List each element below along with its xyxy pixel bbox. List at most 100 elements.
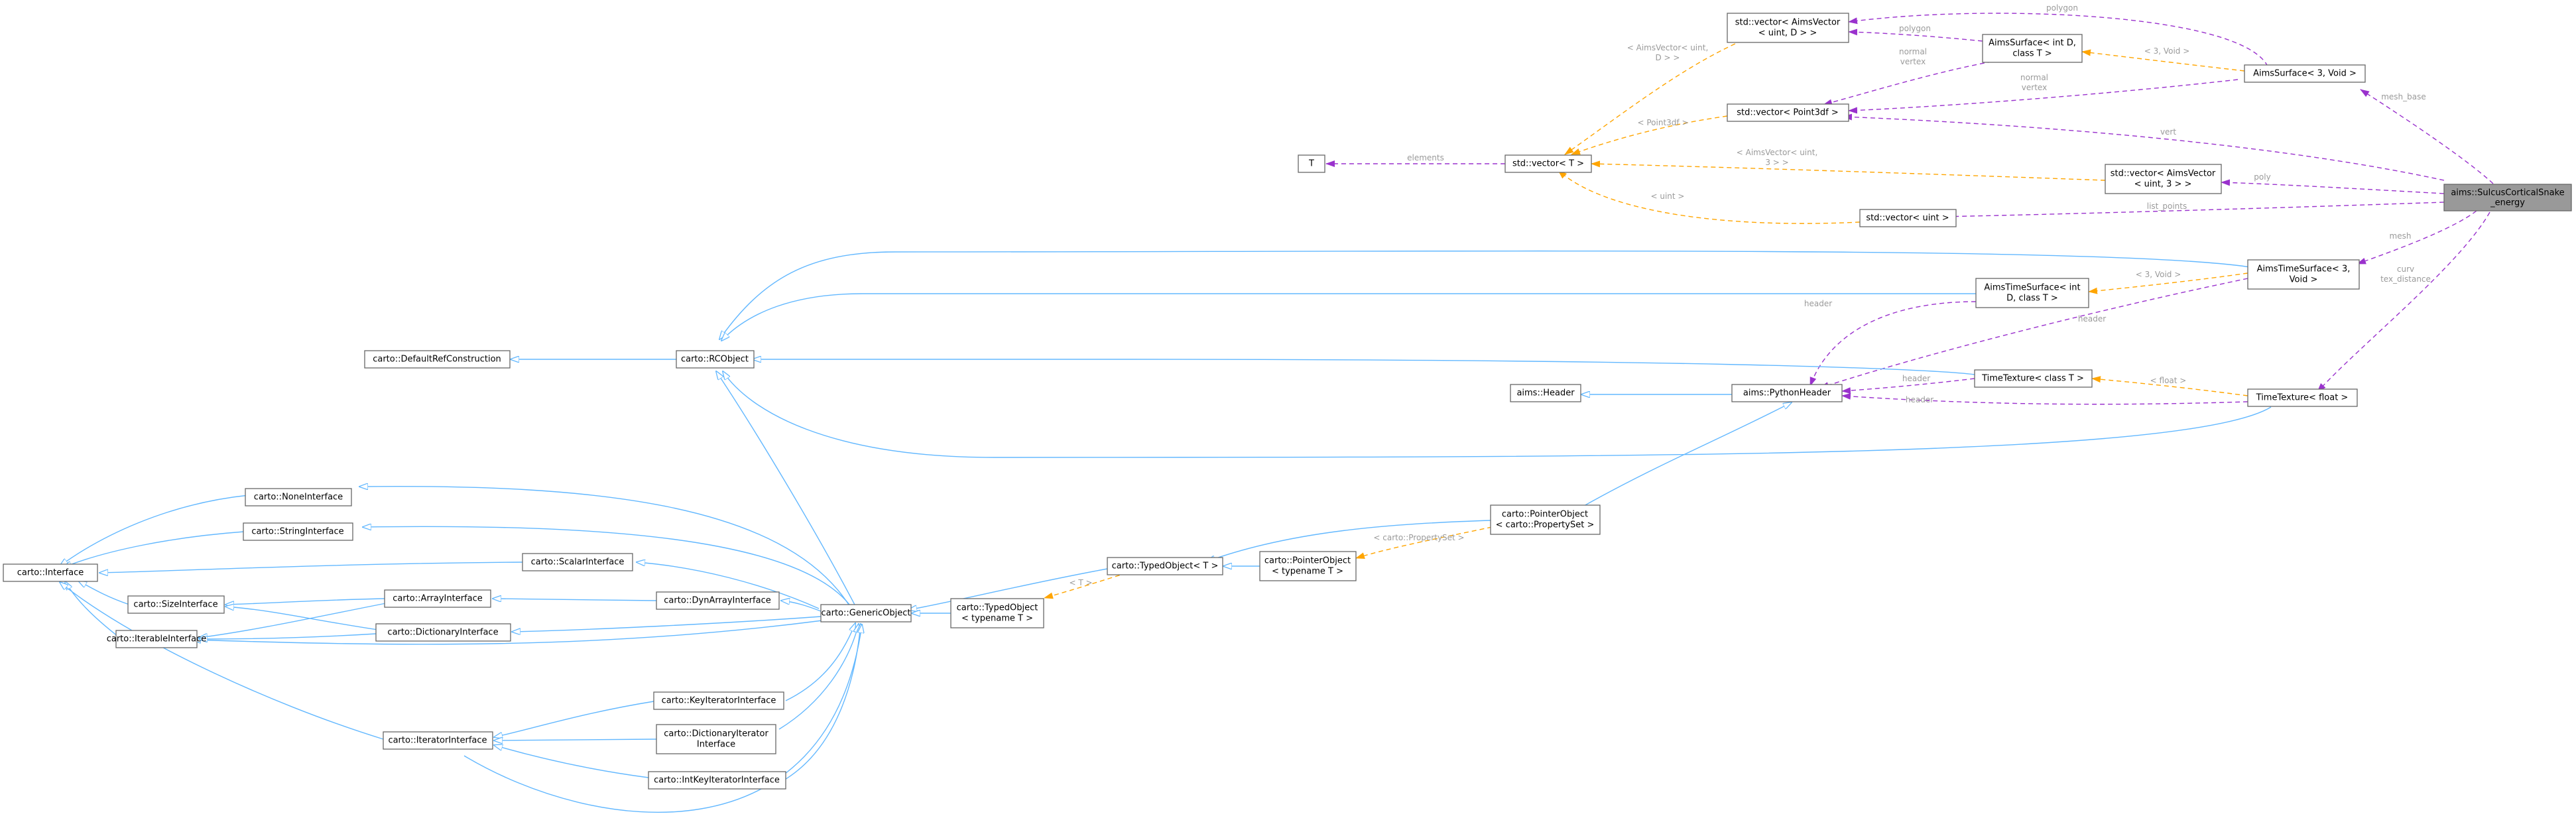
node-vector-aimsvector-3[interactable]: std::vector< AimsVector < uint, 3 > >	[2105, 164, 2222, 194]
svg-text:carto::ArrayInterface: carto::ArrayInterface	[393, 594, 482, 604]
svg-text:carto::IterableInterface: carto::IterableInterface	[107, 634, 207, 644]
edge-list-points	[1902, 202, 2445, 221]
node-carto-rcobject[interactable]: carto::RCObject	[676, 350, 755, 369]
edge-inh-iterator-generic	[463, 624, 862, 813]
edge-inh-generic-rcobject	[716, 371, 856, 607]
edge-inh-scalar-interface	[99, 562, 523, 573]
svg-text:carto::IteratorInterface: carto::IteratorInterface	[388, 736, 487, 746]
svg-text:carto::TypedObject< T >: carto::TypedObject< T >	[1112, 562, 1219, 571]
edge-label-aimsvector-3-2: 3 > >	[1765, 158, 1788, 167]
node-vector-aimsvector-d[interactable]: std::vector< AimsVector < uint, D > >	[1727, 13, 1849, 43]
node-aims-time-surface-d[interactable]: AimsTimeSurface< int D, class T >	[1975, 278, 2089, 308]
node-carto-dynarray-interface[interactable]: carto::DynArrayInterface	[656, 591, 780, 610]
node-t[interactable]: T	[1298, 154, 1325, 173]
svg-text:_energy: _energy	[2490, 198, 2525, 208]
node-sulcus-cortical-snake-energy[interactable]: aims::SulcusCorticalSnake _energy	[2443, 184, 2572, 211]
node-carto-iterable-interface[interactable]: carto::IterableInterface	[107, 630, 207, 648]
edge-label-float: < float >	[2150, 376, 2187, 385]
svg-text:aims::Header: aims::Header	[1516, 388, 1575, 398]
edges	[60, 13, 2494, 813]
edge-label-point3df: < Point3df >	[1637, 118, 1688, 127]
node-carto-pointer-object-t[interactable]: carto::PointerObject < typename T >	[1259, 551, 1357, 581]
svg-text:TimeTexture< class T >: TimeTexture< class T >	[1981, 374, 2084, 384]
svg-text:std::vector< T >: std::vector< T >	[1512, 159, 1584, 169]
svg-text:carto::DefaultRefConstruction: carto::DefaultRefConstruction	[373, 355, 501, 365]
edge-polygon-mid	[1848, 29, 1983, 42]
edge-inh-dynarray-array	[493, 599, 657, 601]
node-time-texture-float[interactable]: TimeTexture< float >	[2247, 388, 2358, 407]
node-carto-string-interface[interactable]: carto::StringInterface	[243, 522, 353, 541]
svg-text:carto::IntKeyIteratorInterface: carto::IntKeyIteratorInterface	[654, 776, 780, 786]
node-time-texture-t[interactable]: TimeTexture< class T >	[1974, 369, 2093, 388]
node-vector-uint[interactable]: std::vector< uint >	[1859, 209, 1957, 227]
edge-label-aimsvector-d-2: D > >	[1656, 53, 1680, 62]
svg-text:AimsTimeSurface< 3,: AimsTimeSurface< 3,	[2257, 265, 2351, 274]
node-carto-interface[interactable]: carto::Interface	[3, 563, 98, 582]
node-aims-time-surface-3-void[interactable]: AimsTimeSurface< 3, Void >	[2247, 259, 2360, 290]
node-carto-size-interface[interactable]: carto::SizeInterface	[127, 595, 225, 614]
svg-text:TimeTexture< float >: TimeTexture< float >	[2256, 393, 2349, 403]
node-carto-key-iterator-interface[interactable]: carto::KeyIteratorInterface	[653, 691, 784, 710]
edge-label-aimsvector-3-1: < AimsVector< uint,	[1737, 148, 1818, 157]
edge-label-propertyset: < carto::PropertySet >	[1373, 533, 1464, 542]
svg-text:< typename T >: < typename T >	[961, 614, 1033, 624]
edge-tpl-3void-a	[2081, 49, 2245, 72]
edge-inh-array-size	[225, 598, 385, 605]
edge-inh-timesurfaced-rcobject	[721, 293, 1976, 341]
node-aims-surface-d[interactable]: AimsSurface< int D, class T >	[1982, 34, 2083, 63]
node-carto-typed-object-typename[interactable]: carto::TypedObject < typename T >	[950, 598, 1044, 628]
edge-label-curv-tex-1: curv	[2397, 265, 2414, 274]
node-vector-point3df[interactable]: std::vector< Point3df >	[1727, 103, 1849, 122]
svg-text:carto::ScalarInterface: carto::ScalarInterface	[531, 558, 625, 567]
edge-tpl-aimsvector-3	[1591, 160, 2106, 181]
edge-header-4	[1841, 392, 2248, 405]
svg-text:aims::PythonHeader: aims::PythonHeader	[1743, 388, 1831, 398]
node-carto-iterator-interface[interactable]: carto::IteratorInterface	[383, 731, 493, 750]
node-carto-int-key-iterator-interface[interactable]: carto::IntKeyIteratorInterface	[648, 771, 786, 790]
svg-text:class T >: class T >	[2012, 49, 2052, 59]
edge-label-polygon-top: polygon	[2046, 3, 2078, 13]
edge-label-elements: elements	[1407, 153, 1444, 162]
svg-text:carto::NoneInterface: carto::NoneInterface	[254, 493, 343, 503]
edge-inh-dictiter-iterator	[494, 739, 657, 740]
svg-text:carto::DynArrayInterface: carto::DynArrayInterface	[664, 596, 770, 606]
node-vector-t[interactable]: std::vector< T >	[1504, 154, 1592, 173]
node-carto-dictionary-iterator-interface[interactable]: carto::DictionaryIterator Interface	[656, 724, 776, 754]
node-carto-scalar-interface[interactable]: carto::ScalarInterface	[522, 553, 633, 571]
node-aims-surface-3-void[interactable]: AimsSurface< 3, Void >	[2244, 64, 2366, 83]
svg-text:std::vector< AimsVector: std::vector< AimsVector	[1735, 18, 1841, 28]
node-aims-python-header[interactable]: aims::PythonHeader	[1731, 384, 1843, 402]
node-carto-pointer-object-propertyset[interactable]: carto::PointerObject < carto::PropertySe…	[1490, 504, 1601, 535]
svg-text:carto::StringInterface: carto::StringInterface	[251, 527, 343, 537]
edge-label-normal-vertex-a-2: vertex	[1900, 57, 1926, 66]
edge-header-2	[1819, 278, 2248, 388]
node-carto-dictionary-interface[interactable]: carto::DictionaryInterface	[375, 623, 511, 642]
edge-label-list-points: list_points	[2147, 202, 2187, 211]
node-carto-default-ref-construction[interactable]: carto::DefaultRefConstruction	[364, 350, 511, 369]
edge-normal-vertex-b	[1848, 79, 2239, 114]
node-aims-header[interactable]: aims::Header	[1510, 384, 1581, 402]
edge-inh-none-interface	[60, 495, 249, 566]
node-carto-generic-object[interactable]: carto::GenericObject	[820, 604, 912, 622]
edge-inh-dictionary-size	[225, 607, 379, 630]
edge-label-three-void-b: < 3, Void >	[2136, 270, 2181, 279]
svg-text:< typename T >: < typename T >	[1272, 567, 1343, 577]
svg-text:AimsTimeSurface< int: AimsTimeSurface< int	[1984, 283, 2080, 293]
svg-text:std::vector< AimsVector: std::vector< AimsVector	[2111, 169, 2216, 179]
edge-label-t-template: < T >	[1069, 578, 1092, 587]
edge-label-curv-tex-2: tex_distance	[2380, 274, 2431, 284]
svg-text:carto::PointerObject: carto::PointerObject	[1264, 556, 1351, 566]
node-carto-none-interface[interactable]: carto::NoneInterface	[245, 488, 352, 506]
svg-text:carto::Interface: carto::Interface	[17, 568, 84, 578]
node-carto-array-interface[interactable]: carto::ArrayInterface	[384, 589, 491, 608]
svg-text:D, class T >: D, class T >	[2006, 294, 2058, 304]
node-carto-typed-object-t[interactable]: carto::TypedObject< T >	[1107, 557, 1223, 575]
edge-tpl-uint	[1558, 170, 1861, 224]
edge-inh-intkeyiter-generic	[783, 624, 861, 781]
svg-text:< uint, 3 > >: < uint, 3 > >	[2134, 180, 2192, 190]
edge-inh-size-interface	[78, 581, 130, 605]
edge-polygon-top	[1848, 13, 2268, 67]
edge-label-uint: < uint >	[1651, 192, 1685, 201]
edge-label-polygon-mid: polygon	[1899, 24, 1931, 33]
